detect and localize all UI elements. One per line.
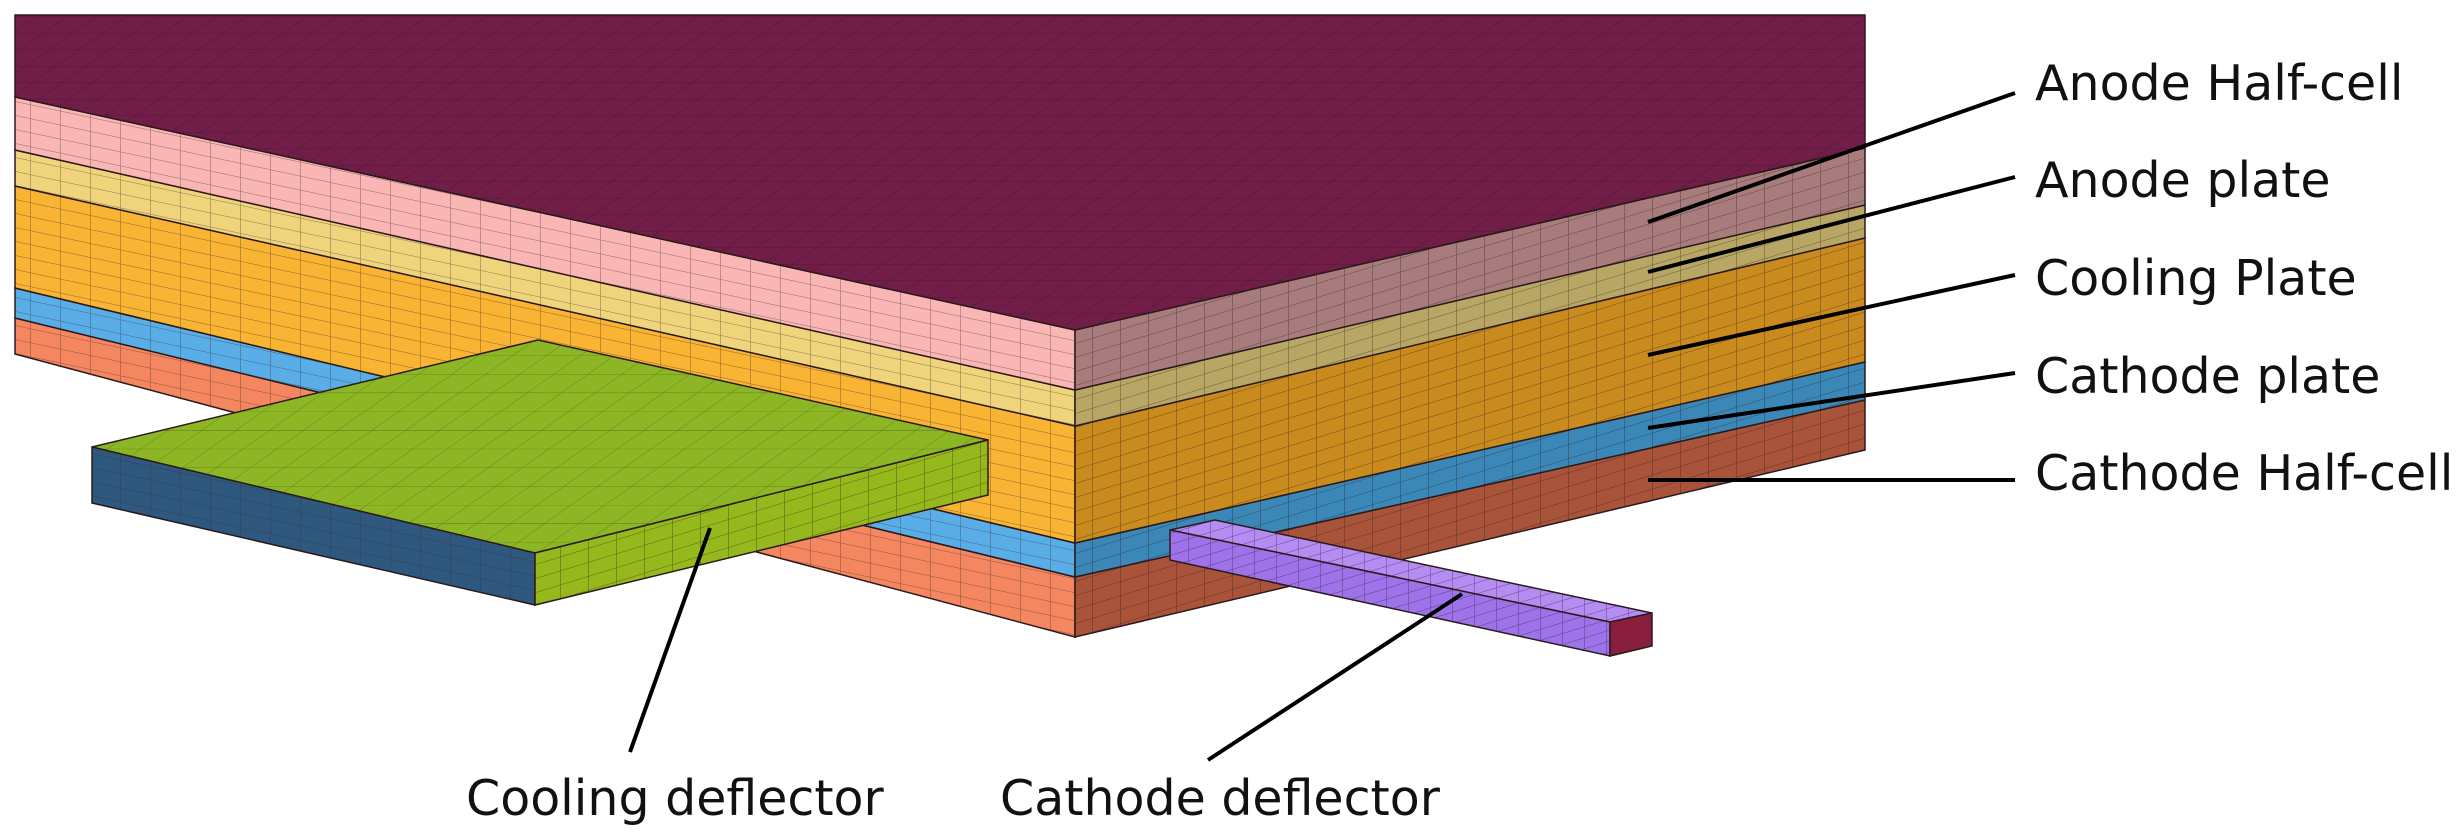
leader-cooling-plate	[1647, 273, 2016, 357]
label-cathode-half-cell: Cathode Half-cell	[2035, 445, 2453, 502]
label-anode-half-cell: Anode Half-cell	[2035, 55, 2403, 112]
leader-cathode-deflector	[1206, 592, 1464, 762]
leader-cooling-deflector	[628, 527, 712, 753]
label-anode-plate: Anode plate	[2035, 152, 2330, 209]
leader-anode-plate	[1647, 175, 2016, 274]
label-cooling-plate: Cooling Plate	[2035, 250, 2357, 307]
label-cooling-deflector: Cooling deflector	[466, 770, 885, 827]
leader-lines	[628, 91, 2016, 762]
labels: Anode Half-cell Anode plate Cooling Plat…	[466, 55, 2453, 827]
leader-anode-half-cell	[1647, 91, 2016, 224]
label-cathode-plate: Cathode plate	[2035, 348, 2380, 405]
cathode-deflector-end	[1609, 612, 1653, 657]
label-cathode-deflector: Cathode deflector	[1000, 770, 1441, 827]
leader-cathode-plate	[1647, 371, 2016, 430]
